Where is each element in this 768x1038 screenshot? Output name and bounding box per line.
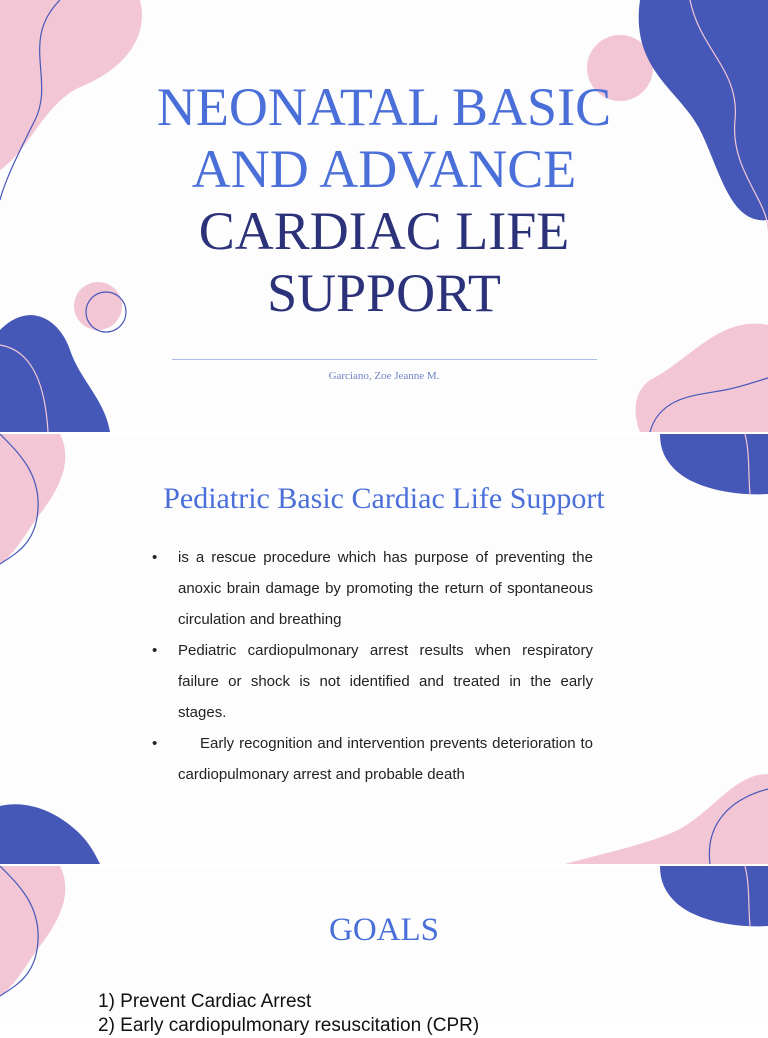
- bullet-text: is a rescue procedure which has purpose …: [178, 549, 593, 628]
- blue-blob-bottom-left: [0, 315, 110, 432]
- slide2-decoration: [0, 433, 768, 865]
- subtitle-line-1: CARDIAC LIFE: [198, 201, 570, 261]
- pink-blob-bottom-right: [565, 774, 768, 864]
- list-item: • Early recognition and intervention pre…: [152, 728, 593, 790]
- line-curve-top-left: [0, 0, 61, 201]
- goals-title: GOALS: [328, 912, 439, 948]
- list-item: 2) Early cardiopulmonary resuscitation (…: [98, 1015, 480, 1036]
- title-main: NEONATAL BASIC AND ADVANCE: [0, 76, 768, 200]
- author-name: Garciano, Zoe Jeanne M.: [328, 370, 440, 382]
- bullet-list: • is a rescue procedure which has purpos…: [152, 542, 593, 790]
- blue-blob-top-right: [660, 434, 768, 495]
- blue-blob-top-right: [638, 0, 768, 221]
- line-curve-top-right: [689, 0, 768, 231]
- slide3-decoration: [0, 865, 768, 997]
- title-line-1: NEONATAL BASIC: [156, 77, 612, 137]
- goals-list: 1) Prevent Cardiac Arrest 2) Early cardi…: [98, 990, 479, 1038]
- line-curve-bottom-right: [708, 788, 768, 865]
- list-item: • is a rescue procedure which has purpos…: [152, 542, 593, 635]
- list-item: 1) Prevent Cardiac Arrest: [98, 991, 312, 1012]
- list-item: • Pediatric cardiopulmonary arrest resul…: [152, 635, 593, 728]
- bullet-text: Pediatric cardiopulmonary arrest results…: [178, 642, 593, 721]
- slide1-decoration: [0, 0, 768, 433]
- title-sub: CARDIAC LIFE SUPPORT: [0, 200, 768, 324]
- subtitle-line-2: SUPPORT: [267, 263, 501, 323]
- line-curve-top-right: [744, 433, 751, 495]
- bullet-dot: •: [152, 642, 158, 659]
- goals-slide: GOALS 1) Prevent Cardiac Arrest 2) Early…: [0, 865, 768, 1036]
- title-divider: [172, 359, 597, 360]
- bullet-text: Early recognition and intervention preve…: [178, 735, 593, 783]
- pink-blob-left: [0, 434, 66, 564]
- line-curve-top-right: [744, 865, 751, 927]
- bullet-dot: •: [152, 735, 158, 752]
- bullet-dot: •: [152, 549, 158, 566]
- ring-circle-small: [85, 291, 127, 333]
- line-curve-left: [0, 433, 39, 565]
- pediatric-bcls-slide: Pediatric Basic Cardiac Life Support • i…: [0, 433, 768, 865]
- line-curve-left: [0, 865, 39, 997]
- pink-blob-left: [0, 866, 66, 996]
- title-slide: NEONATAL BASIC AND ADVANCE CARDIAC LIFE …: [0, 0, 768, 433]
- pink-circle-small: [74, 282, 122, 330]
- pink-circle-top: [587, 35, 653, 101]
- section-title: Pediatric Basic Cardiac Life Support: [163, 482, 605, 515]
- pink-blob-top-left: [0, 0, 142, 170]
- blue-blob-bottom-left: [0, 804, 100, 864]
- title-line-2: AND ADVANCE: [191, 139, 577, 199]
- blue-blob-top-right: [660, 866, 768, 927]
- line-curve-bottom-left: [0, 344, 49, 433]
- line-curve-bottom-right: [649, 377, 768, 433]
